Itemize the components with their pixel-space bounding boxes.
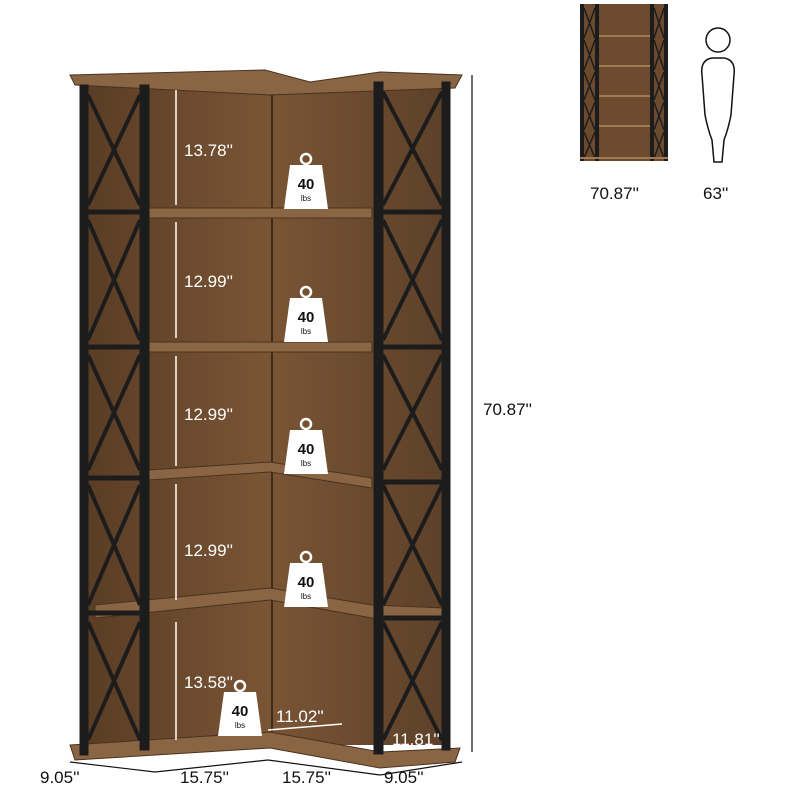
person-icon (700, 27, 736, 163)
weight-badge: 40 lbs (284, 152, 328, 209)
shelf (147, 207, 373, 219)
svg-text:40: 40 (298, 574, 315, 591)
left-metal-frame (79, 84, 150, 756)
bottom-width-2: 15.75'' (180, 768, 229, 787)
bookcase-thumbnail (580, 4, 668, 161)
weight-icon (284, 298, 328, 342)
bottom-panel (69, 731, 461, 769)
shelf-height-4: 12.99'' (184, 541, 233, 560)
bottom-width-4: 9.05'' (384, 768, 424, 787)
svg-text:lbs: lbs (301, 327, 311, 336)
depth-inner-label: 11.02'' (276, 707, 324, 726)
depth-side-label: 11.81'' (392, 730, 440, 749)
shelf-height-3: 12.99'' (184, 405, 233, 424)
overall-height-label: 70.87'' (483, 400, 532, 419)
shelf-height-5: 13.58'' (184, 673, 233, 692)
thumbnail-height-label: 70.87'' (590, 184, 639, 203)
bottom-width-lines (69, 759, 463, 776)
right-metal-frame (373, 81, 451, 755)
weight-badge: 40 lbs (284, 550, 328, 607)
weight-icon (284, 430, 328, 474)
shelf-height-1: 13.78'' (184, 141, 233, 160)
weight-icon (284, 563, 328, 607)
weight-icon (218, 692, 262, 736)
svg-text:lbs: lbs (301, 194, 311, 203)
svg-text:40: 40 (298, 176, 315, 193)
person-height-label: 63'' (703, 184, 728, 203)
svg-text:lbs: lbs (235, 721, 245, 730)
weight-icon (284, 165, 328, 209)
svg-text:lbs: lbs (301, 592, 311, 601)
shelf-height-2: 12.99'' (184, 272, 233, 291)
svg-text:40: 40 (298, 309, 315, 326)
bottom-width-1: 9.05'' (40, 768, 80, 787)
weight-badge: 40 lbs (284, 417, 328, 474)
svg-text:40: 40 (232, 703, 249, 720)
svg-text:40: 40 (298, 441, 315, 458)
svg-text:lbs: lbs (301, 459, 311, 468)
corner-bookcase (69, 69, 463, 769)
shelf (147, 341, 373, 353)
weight-badge: 40 lbs (218, 679, 262, 736)
weight-badge: 40 lbs (284, 285, 328, 342)
bottom-width-3: 15.75'' (282, 768, 331, 787)
